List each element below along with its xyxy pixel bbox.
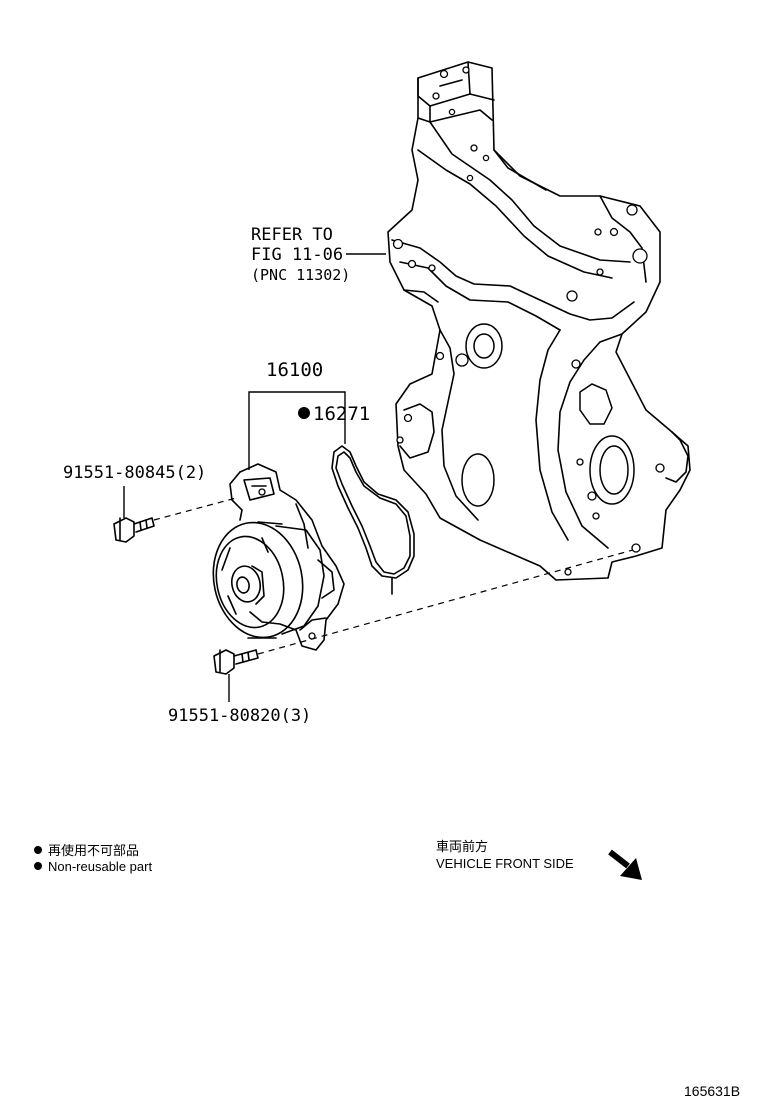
- part-number-gasket-text: 16271: [313, 403, 371, 425]
- bolt-upper-drawing: [113, 517, 155, 543]
- cover-bolt-holes: [258, 66, 665, 640]
- bullet-icon: [34, 862, 42, 870]
- legend-en-text: Non-reusable part: [48, 859, 153, 874]
- water-pump-drawing: [212, 463, 345, 651]
- legend-non-reusable-jp: 再使用不可部品: [34, 840, 139, 859]
- timing-cover-drawing: [387, 61, 691, 581]
- bullet-icon: [34, 846, 42, 854]
- refer-to-label: REFER TO: [251, 225, 333, 245]
- part-number-gasket[interactable]: 16271: [298, 403, 370, 425]
- refer-pnc-label: (PNC 11302): [251, 266, 351, 284]
- part-number-bolt-upper[interactable]: 91551-80845(2): [63, 463, 207, 483]
- legend-non-reusable-en: Non-reusable part: [34, 859, 152, 874]
- direction-label-jp: 車両前方: [436, 839, 489, 854]
- part-number-water-pump[interactable]: 16100: [266, 359, 324, 381]
- gasket-drawing: [331, 445, 415, 595]
- part-number-bolt-lower[interactable]: 91551-80820(3): [168, 706, 312, 726]
- non-reusable-marker-icon: [298, 407, 310, 419]
- direction-label-en: VEHICLE FRONT SIDE: [436, 856, 574, 871]
- arrow-down-right-icon: [608, 849, 642, 880]
- figure-id: 165631B: [684, 1083, 741, 1099]
- refer-fig-label: FIG 11-06: [251, 245, 344, 265]
- bolt-lower-drawing: [213, 649, 259, 675]
- leader-lines: [123, 253, 386, 702]
- legend-jp-text: 再使用不可部品: [48, 843, 140, 858]
- cover-large-bores: [461, 323, 635, 507]
- assembly-dashed-lines: [153, 497, 641, 655]
